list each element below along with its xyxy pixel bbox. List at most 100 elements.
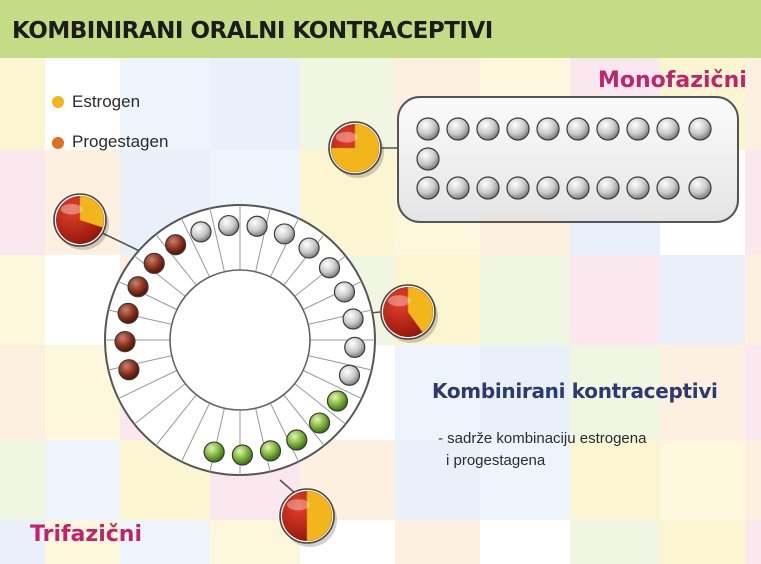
- background-tile: [660, 345, 745, 440]
- pill: [118, 359, 140, 381]
- pill: [143, 252, 165, 275]
- pill: [273, 223, 296, 245]
- monophasic-label: Monofazični: [598, 68, 747, 93]
- pill: [318, 257, 341, 279]
- hormone-ratio-pie-icon: [380, 284, 438, 343]
- pill: [626, 176, 650, 200]
- wheel-spoke: [134, 255, 186, 297]
- pill: [566, 176, 590, 200]
- pill: [596, 176, 620, 200]
- pill: [117, 302, 139, 324]
- wheel-spoke: [209, 208, 225, 272]
- background-tile: [570, 345, 660, 440]
- background-tile: [745, 520, 761, 564]
- background-tile: [745, 345, 761, 440]
- info-line-2: i progestagena: [446, 452, 546, 469]
- pill: [218, 214, 240, 237]
- triphasic-label: Trifazični: [30, 522, 142, 547]
- background-tile: [120, 520, 210, 564]
- legend-progestagen-dot: [52, 137, 64, 149]
- connector-line: [279, 479, 297, 495]
- wheel-spoke: [283, 394, 325, 446]
- background-tile: [395, 345, 480, 440]
- pill: [446, 176, 470, 200]
- background-tile: [570, 255, 660, 345]
- background-tile: [395, 520, 480, 564]
- pill: [344, 336, 366, 358]
- pill: [688, 117, 712, 141]
- wheel-spoke: [302, 369, 362, 400]
- wheel-spoke: [155, 394, 197, 446]
- pill: [446, 117, 470, 141]
- legend-estrogen-dot: [52, 96, 64, 108]
- wheel-spoke: [180, 218, 211, 278]
- pill: [326, 390, 349, 412]
- pill: [626, 117, 650, 141]
- wheel-spoke: [155, 234, 197, 286]
- background-tile: [480, 520, 570, 564]
- pill: [338, 364, 361, 386]
- background-tile: [745, 255, 761, 345]
- triphasic-pill-wheel: [104, 204, 376, 476]
- pill: [536, 117, 560, 141]
- pill: [566, 117, 590, 141]
- wheel-spoke: [180, 402, 211, 462]
- pill: [688, 176, 712, 200]
- pill: [506, 176, 530, 200]
- legend-progestagen-label: Progestagen: [72, 132, 169, 151]
- pill: [190, 221, 212, 243]
- pill: [416, 117, 440, 141]
- page-title: KOMBINIRANI ORALNI KONTRACEPTIVI: [12, 18, 493, 44]
- wheel-spoke: [118, 369, 178, 400]
- pill: [246, 215, 268, 237]
- hormone-ratio-pie-icon: [328, 121, 384, 178]
- pill: [476, 117, 500, 141]
- background-tile: [0, 345, 45, 440]
- background-tile: [570, 520, 660, 564]
- background-tile: [745, 150, 761, 255]
- wheel-spoke: [269, 402, 300, 462]
- pill: [656, 176, 680, 200]
- pill: [416, 147, 440, 171]
- background-tile: [0, 150, 45, 255]
- background-tile: [480, 255, 570, 345]
- background-tile: [0, 440, 45, 520]
- pill: [203, 441, 225, 463]
- pill: [416, 176, 440, 200]
- pill: [333, 281, 356, 303]
- pill: [308, 412, 331, 434]
- pill: [476, 176, 500, 200]
- pill: [114, 331, 136, 353]
- background-tile: [745, 58, 761, 150]
- pill: [286, 429, 308, 451]
- pill: [656, 117, 680, 141]
- background-tile: [45, 520, 120, 564]
- background-tile: [480, 345, 570, 440]
- background-tile: [660, 255, 745, 345]
- background-tile: [480, 440, 570, 520]
- title-bar: KOMBINIRANI ORALNI KONTRACEPTIVI: [0, 0, 761, 58]
- background-tile: [0, 255, 45, 345]
- wheel-spoke: [134, 383, 186, 425]
- background-tile: [210, 58, 300, 150]
- background-tile: [0, 58, 45, 150]
- background-tile: [660, 520, 745, 564]
- pill: [342, 308, 364, 330]
- pill: [536, 176, 560, 200]
- pill: [596, 117, 620, 141]
- pill: [165, 234, 187, 256]
- background-tile: [45, 440, 120, 520]
- hormone-ratio-pie-icon: [53, 193, 109, 250]
- background-tile: [0, 520, 45, 564]
- pill: [298, 237, 320, 259]
- info-line-1: - sadrže kombinaciju estrogena: [438, 430, 647, 447]
- background-tile: [570, 440, 660, 520]
- hormone-ratio-pie-icon: [279, 488, 337, 547]
- wheel-spoke: [269, 218, 300, 278]
- wheel-spoke: [308, 355, 372, 371]
- background-tile: [660, 440, 745, 520]
- pill: [259, 440, 282, 462]
- wheel-spoke: [255, 208, 271, 272]
